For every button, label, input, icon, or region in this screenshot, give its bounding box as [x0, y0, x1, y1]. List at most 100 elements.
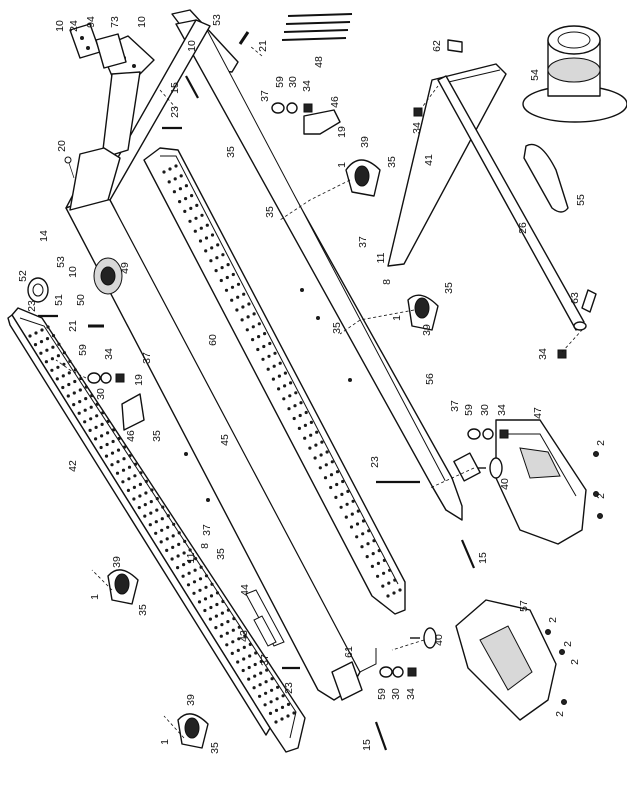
part-40-leveling-foot-a [478, 457, 503, 479]
rail-perforation [166, 514, 170, 518]
bolt-15-b [460, 539, 476, 569]
rail-perforation [168, 167, 172, 171]
callout-19: 19 [336, 126, 348, 138]
callout-59: 59 [77, 344, 89, 356]
rail-perforation [122, 457, 126, 461]
rail-perforation [349, 525, 354, 529]
rail-perforation [246, 315, 250, 319]
rail-perforation [110, 451, 115, 455]
rail-perforation [220, 623, 224, 627]
rail-perforation [203, 597, 208, 601]
rail-perforation [210, 582, 214, 586]
rail-perforation [235, 308, 239, 312]
rail-perforation [288, 394, 292, 398]
rail-perforation [289, 381, 293, 385]
callout-2: 2 [595, 440, 607, 446]
rail-perforation [45, 348, 49, 352]
rail-perforation [210, 246, 214, 250]
callout-35: 35 [331, 322, 343, 334]
nut-34-a [413, 107, 423, 117]
callout-37: 37 [141, 352, 153, 364]
rail-perforation [132, 485, 136, 489]
rail-perforation [292, 416, 296, 421]
callout-59: 59 [376, 688, 388, 700]
rail-perforation [171, 545, 175, 550]
callout-10: 10 [67, 266, 79, 278]
rail-perforation [46, 325, 50, 329]
rail-perforation [365, 555, 369, 559]
rail-perforation [178, 187, 182, 191]
rail-perforation [256, 347, 260, 352]
rail-perforation [257, 335, 261, 339]
rail-perforation [231, 272, 235, 277]
callout-23: 23 [369, 456, 381, 468]
rail-perforation [150, 488, 154, 492]
bolt-21-a [238, 31, 250, 45]
rail-perforation [105, 442, 109, 447]
callout-39: 39 [421, 324, 433, 336]
rail-perforation [209, 594, 214, 598]
callout-1: 1 [391, 315, 403, 321]
part-39-wheel-d [177, 713, 209, 749]
rail-perforation [257, 322, 261, 326]
rail-perforation [204, 249, 208, 253]
rail-perforation [245, 328, 249, 332]
rail-perforation [252, 686, 256, 690]
rail-perforation [266, 367, 270, 371]
rail-perforation [214, 626, 218, 630]
rail-perforation [94, 437, 98, 441]
rail-perforation [329, 485, 333, 490]
callout-2: 2 [562, 641, 574, 647]
callout-1: 1 [336, 162, 348, 168]
rail-perforation [205, 223, 209, 227]
rail-perforation [237, 637, 241, 641]
rail-perforation [214, 269, 218, 273]
rail-perforation [155, 508, 159, 512]
nut-34-b [557, 349, 567, 359]
callout-73: 73 [109, 16, 121, 28]
rail-perforation [178, 200, 182, 204]
rail-perforation [204, 574, 209, 578]
rail-perforation [225, 631, 229, 635]
rail-perforation [165, 537, 169, 541]
rail-perforation [225, 643, 229, 647]
rail-perforation [192, 580, 197, 584]
rail-perforation [177, 531, 181, 535]
rail-perforation [55, 377, 59, 381]
rail-perforation [73, 379, 77, 384]
rail-perforation [267, 354, 271, 358]
rail-perforation [137, 506, 141, 510]
callout-11: 11 [185, 552, 197, 563]
rail-perforation [344, 515, 348, 519]
part-26-front-roller [437, 75, 587, 331]
rail-perforation [57, 342, 61, 346]
rail-perforation [242, 645, 246, 650]
rail-perforation [388, 568, 392, 572]
rail-perforation [189, 206, 193, 210]
rail-perforation [226, 263, 230, 267]
rail-perforation [39, 340, 44, 344]
rail-perforation [112, 428, 116, 432]
part-39-wheel-b [407, 294, 439, 331]
rail-perforation [167, 180, 171, 184]
rail-perforation [376, 561, 380, 566]
rail-perforation [188, 219, 192, 223]
rail-perforation [100, 434, 104, 438]
part-48-allen-wrenches [281, 13, 353, 41]
rail-perforation [276, 685, 280, 689]
rail-perforation [265, 668, 269, 672]
rail-perforation [209, 605, 213, 610]
rail-perforation [216, 243, 220, 247]
rail-perforation [361, 532, 365, 536]
callout-55: 55 [575, 194, 587, 206]
rail-perforation [78, 400, 82, 404]
rail-perforation [304, 410, 308, 415]
rail-perforation [286, 714, 290, 718]
rail-perforation [144, 479, 148, 483]
callout-43: 43 [238, 630, 250, 642]
rail-perforation [283, 371, 287, 375]
rail-perforation [161, 505, 165, 509]
rail-perforation [241, 305, 245, 309]
callout-8: 8 [381, 279, 393, 285]
rail-perforation [183, 209, 187, 213]
